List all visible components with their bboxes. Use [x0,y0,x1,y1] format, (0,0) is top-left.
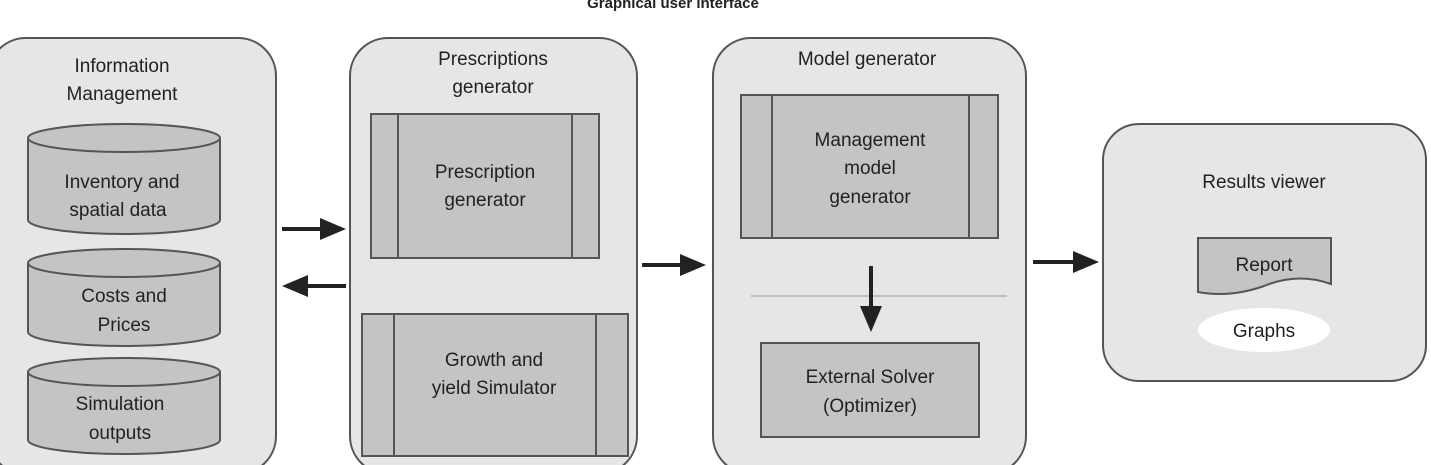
results-viewer-panel: Results viewer Report Graphs [1102,123,1427,382]
arrow-right-to-prescriptions [282,218,346,240]
growth-yield-label-line-1: Growth and [445,350,543,371]
model-generator-panel: Model generator Management model generat… [712,37,1027,465]
graphs-label: Graphs [1233,321,1295,342]
management-model-label-line-3: generator [829,187,911,208]
information-management-label-line-2: Management [67,84,179,105]
database-simulation-label-line-2: outputs [89,423,151,444]
model-generator-label: Model generator [798,49,937,70]
prescriptions-generator-label-line-1: Prescriptions [438,49,548,70]
management-model-generator-module: Management model generator [740,94,999,239]
external-solver-label-line-1: External Solver [806,367,936,388]
prescription-generator-module: Prescription generator [370,113,600,259]
prescriptions-generator-label-line-2: generator [452,77,534,98]
information-management-panel: Information Management Inventory and spa… [0,37,277,465]
information-management-label-line-1: Information [74,56,169,77]
results-viewer-label: Results viewer [1202,172,1326,193]
prescriptions-generator-panel: Prescriptions generator Prescription gen… [349,37,638,465]
database-inventory-label-line-2: spatial data [69,200,167,221]
management-model-label-line-1: Management [815,130,927,151]
external-solver-label-line-2: (Optimizer) [823,396,917,417]
diagram-title: Graphical user interface [587,0,759,12]
external-solver-box: External Solver (Optimizer) [760,342,980,438]
growth-yield-label-line-2: yield Simulator [432,378,557,399]
arrow-down-to-solver [860,266,882,332]
growth-yield-simulator-module: Growth and yield Simulator [361,313,629,457]
database-costs-label-line-1: Costs and [81,286,167,307]
report-document: Report [1197,237,1332,295]
arrow-left-to-information [282,275,346,297]
arrow-right-to-model-generator [642,254,706,276]
prescription-generator-label-line-1: Prescription [435,162,535,183]
database-simulation-outputs: Simulation outputs [27,357,221,455]
arrow-right-to-results-viewer [1033,251,1099,273]
database-simulation-label-line-1: Simulation [76,394,165,415]
database-inventory-spatial: Inventory and spatial data [27,123,221,235]
prescription-generator-label-line-2: generator [444,190,526,211]
database-costs-prices: Costs and Prices [27,248,221,347]
database-costs-label-line-2: Prices [98,315,151,336]
graphs-ellipse: Graphs [1198,308,1330,352]
management-model-label-line-2: model [844,158,896,179]
report-label: Report [1235,255,1293,276]
database-inventory-label-line-1: Inventory and [64,172,179,193]
